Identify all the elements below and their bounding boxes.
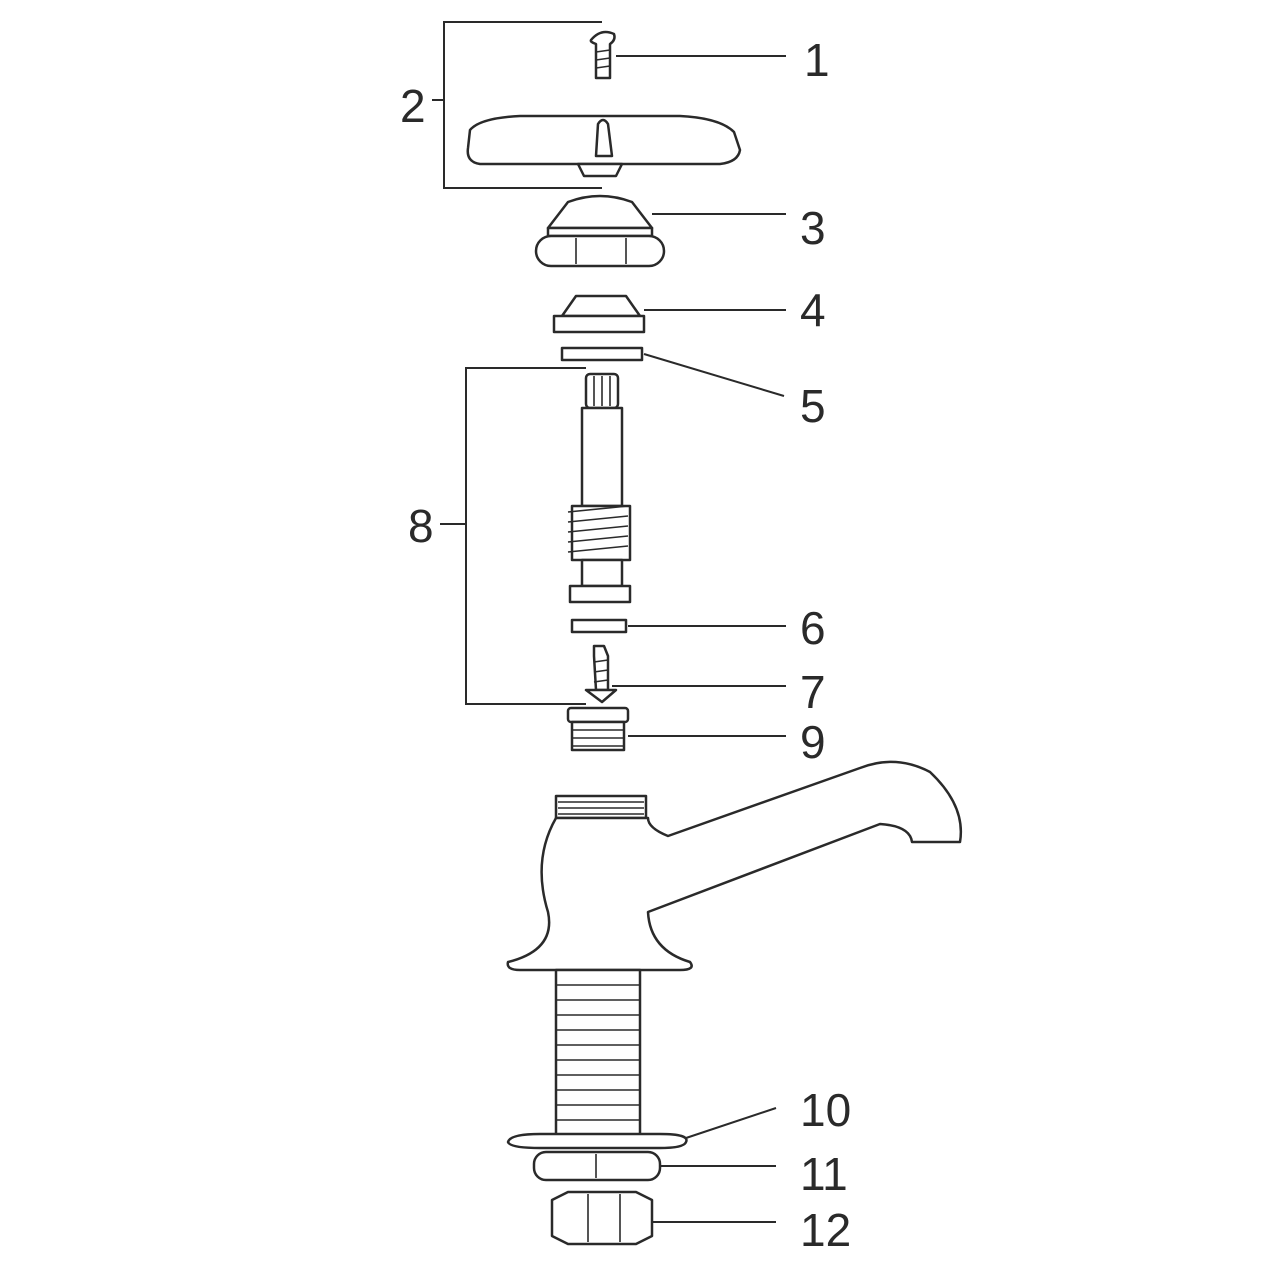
part-8-spindle <box>567 372 632 604</box>
callout-10: 10 <box>800 1084 851 1136</box>
leader-10 <box>685 1107 777 1139</box>
leader-5 <box>643 353 785 397</box>
part-6-oring <box>570 618 628 634</box>
part-10-washer <box>506 1132 688 1150</box>
faucet-body <box>506 760 963 972</box>
part-7-screw <box>584 644 618 704</box>
callout-9: 9 <box>800 716 826 768</box>
callout-11: 11 <box>800 1148 848 1200</box>
callout-4: 4 <box>800 284 826 336</box>
part-5-washer <box>560 346 644 362</box>
threaded-shank <box>554 968 642 1138</box>
part-9-seat <box>566 706 630 752</box>
part-3-handle <box>534 194 666 268</box>
part-4-bonnet <box>552 294 646 334</box>
callout-2: 2 <box>400 80 426 132</box>
callout-3: 3 <box>800 202 826 254</box>
part-12-hexnut <box>550 1190 654 1246</box>
callout-12: 12 <box>800 1204 851 1256</box>
bracket-part-8 <box>440 367 586 705</box>
callout-5: 5 <box>800 380 826 432</box>
part-2-handle-cap <box>466 114 742 178</box>
callout-6: 6 <box>800 602 826 654</box>
bracket-part-2 <box>432 21 602 189</box>
callout-1: 1 <box>804 34 830 86</box>
part-11-locknut <box>532 1150 662 1182</box>
callout-7: 7 <box>800 666 826 718</box>
callout-8: 8 <box>408 500 434 552</box>
part-1-screw <box>589 30 616 80</box>
